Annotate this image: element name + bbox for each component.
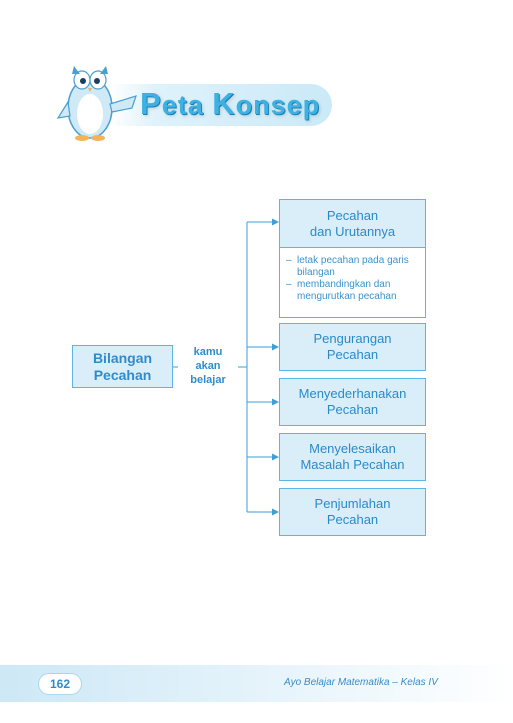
page-number: 162 <box>38 673 82 695</box>
title-banner <box>110 84 332 126</box>
connector-label: kamu akan belajar <box>178 345 238 387</box>
book-title: Ayo Belajar Matematika – Kelas IV <box>284 677 438 688</box>
topic-bullet: –membandingkan dan mengurutkan pecahan <box>286 279 397 302</box>
topic-bullet: –letak pecahan pada garis bilangan <box>286 255 409 278</box>
footer-band <box>0 665 513 702</box>
owl-mascot-icon <box>56 66 137 141</box>
page-title: Peta Konsep <box>140 86 321 121</box>
